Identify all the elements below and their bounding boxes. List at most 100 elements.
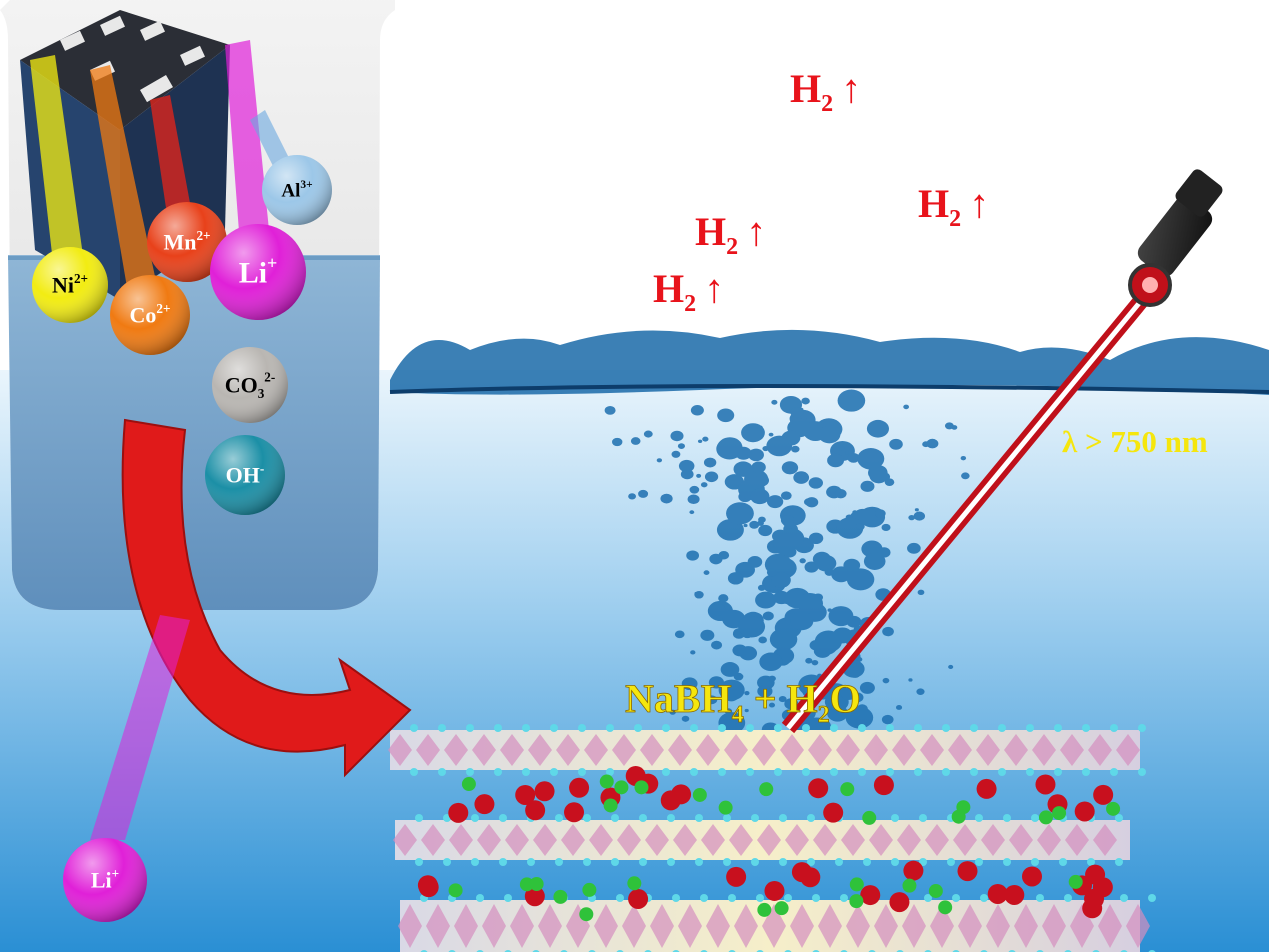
ion-label: Li+ — [91, 866, 119, 893]
bubble — [703, 570, 710, 575]
oxygen-atom — [438, 724, 446, 732]
bubble — [755, 591, 777, 609]
li-atom — [889, 892, 910, 913]
oxygen-atom — [1110, 768, 1118, 776]
h2-label: H2↑ — [695, 209, 766, 260]
oxygen-atom — [700, 894, 708, 902]
oxygen-atom — [639, 858, 647, 866]
bubble — [733, 461, 753, 477]
ion-co: Co2+ — [110, 275, 190, 355]
bubble — [758, 524, 773, 537]
bubble — [884, 478, 895, 487]
dopant-atom — [603, 798, 618, 813]
bubble — [780, 491, 792, 500]
oxygen-atom — [718, 724, 726, 732]
bubble — [687, 494, 700, 505]
bubble — [766, 568, 778, 577]
ion-label: Li+ — [239, 253, 278, 290]
oxygen-atom — [1003, 814, 1011, 822]
oxygen-atom — [980, 894, 988, 902]
octahedron — [1065, 824, 1089, 856]
bubble — [804, 561, 819, 573]
oxygen-atom — [947, 858, 955, 866]
oxygen-atom — [443, 858, 451, 866]
oxygen-atom — [723, 858, 731, 866]
bubble — [751, 461, 766, 473]
octahedron — [640, 734, 664, 766]
oxygen-atom — [466, 724, 474, 732]
laser-pointer[interactable] — [781, 167, 1225, 734]
ion-ni: Ni2+ — [32, 247, 108, 323]
octahedron — [1037, 824, 1061, 856]
octahedron — [846, 904, 870, 948]
bubble — [874, 509, 886, 518]
oxygen-atom — [1026, 768, 1034, 776]
octahedron — [897, 824, 921, 856]
bubble — [773, 590, 790, 605]
bubble — [757, 584, 766, 591]
bubble — [771, 572, 791, 588]
oxygen-atom — [1054, 724, 1062, 732]
bubble — [696, 473, 702, 478]
bubble — [702, 436, 709, 442]
bubble — [916, 688, 925, 695]
bubble — [781, 461, 799, 475]
octahedron — [948, 734, 972, 766]
bubble — [771, 399, 778, 405]
bubble — [697, 439, 703, 444]
oxygen-atom — [802, 724, 810, 732]
octahedron — [594, 904, 618, 948]
bubble — [836, 517, 864, 539]
octahedron — [561, 824, 585, 856]
octahedron — [668, 734, 692, 766]
octahedron — [426, 904, 450, 948]
dopant-atom — [718, 800, 733, 815]
bubble — [903, 404, 910, 410]
octahedron — [892, 734, 916, 766]
oxygen-atom — [550, 724, 558, 732]
li-atom — [726, 866, 747, 887]
li-atom — [524, 886, 545, 907]
oxygen-atom — [779, 814, 787, 822]
oxygen-atom — [858, 724, 866, 732]
bubble — [859, 681, 875, 694]
bubble — [824, 568, 834, 576]
octahedron — [813, 824, 837, 856]
oxygen-atom — [952, 894, 960, 902]
oxygen-atom — [578, 724, 586, 732]
oxygen-atom — [802, 768, 810, 776]
bubble — [827, 608, 832, 612]
li-atom — [1004, 884, 1025, 905]
bubble — [718, 594, 729, 603]
oxygen-atom — [1036, 894, 1044, 902]
oxygen-atom — [1138, 768, 1146, 776]
oxygen-atom — [522, 724, 530, 732]
oxygen-atom — [611, 814, 619, 822]
oxygen-atom — [751, 858, 759, 866]
bubble — [778, 695, 787, 703]
bubble — [827, 704, 848, 722]
octahedron — [818, 904, 842, 948]
bubble — [951, 425, 958, 430]
bubble — [686, 550, 700, 561]
h2-label: H2↑ — [918, 181, 989, 232]
octahedron — [1126, 904, 1150, 948]
dopant-atom — [627, 876, 642, 891]
bubble — [706, 695, 718, 705]
li-atom — [873, 775, 894, 796]
bubble — [716, 519, 744, 541]
oxygen-atom — [1031, 858, 1039, 866]
dopant-atom — [849, 877, 864, 892]
oxygen-atom — [970, 768, 978, 776]
bubble — [811, 659, 819, 666]
ion-li: Li+ — [210, 224, 306, 320]
oxygen-atom — [1120, 894, 1128, 902]
bubble — [749, 520, 760, 529]
oxygen-atom — [583, 858, 591, 866]
dopant-atom — [634, 780, 649, 795]
oxygen-atom — [779, 858, 787, 866]
bubble — [907, 542, 921, 554]
oxygen-atom — [1026, 724, 1034, 732]
dopant-atom — [553, 889, 568, 904]
bubble — [790, 611, 814, 631]
